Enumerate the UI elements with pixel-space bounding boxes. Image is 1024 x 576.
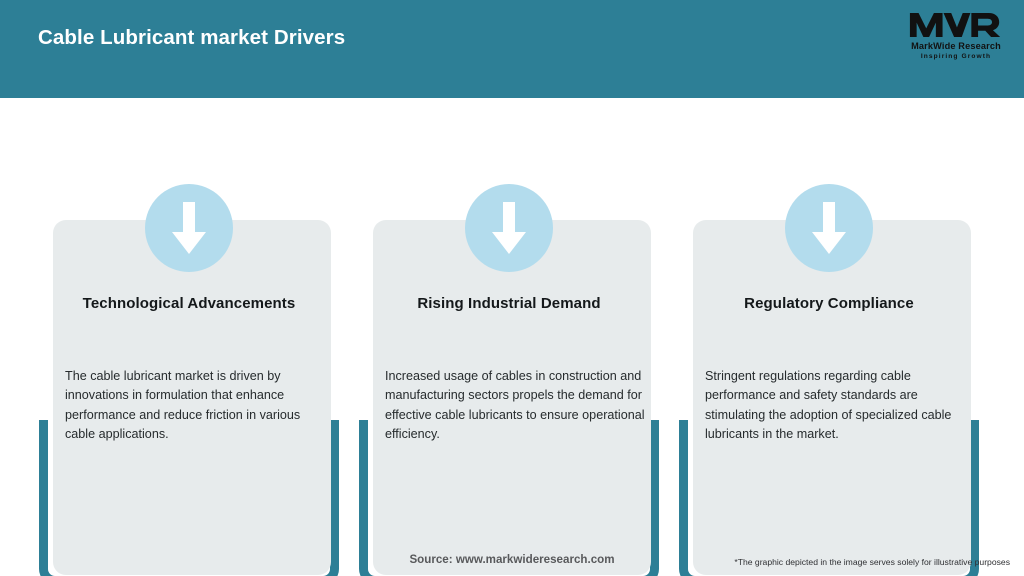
- card-body-text: The cable lubricant market is driven by …: [65, 369, 301, 441]
- header-bar: Cable Lubricant market Drivers MarkWide …: [0, 0, 1024, 98]
- mwr-logo-icon: [909, 13, 1001, 37]
- driver-card-2[interactable]: Rising Industrial Demand Increased usage…: [359, 140, 659, 576]
- arrow-down-icon: [785, 184, 873, 272]
- card-bracket: [39, 420, 339, 576]
- arrow-down-glyph: [172, 202, 206, 254]
- arrow-down-glyph: [492, 202, 526, 254]
- card-title: Technological Advancements: [82, 295, 296, 312]
- arrow-down-icon: [145, 184, 233, 272]
- card-bracket: [359, 420, 659, 576]
- disclaimer-text: *The graphic depicted in the image serve…: [734, 557, 1010, 567]
- logo-company-name: MarkWide Research: [911, 41, 1001, 51]
- card-bracket: [679, 420, 979, 576]
- arrow-down-glyph: [812, 202, 846, 254]
- card-body-text: Stringent regulations regarding cable pe…: [705, 369, 952, 441]
- logo-tagline: Inspiring Growth: [920, 53, 992, 60]
- drivers-board: Technological Advancements The cable lub…: [0, 98, 1024, 576]
- card-panel: [693, 220, 971, 575]
- source-label: Source: www.markwideresearch.com: [409, 553, 615, 566]
- card-title: Regulatory Compliance: [744, 295, 914, 312]
- brand-logo: MarkWide Research Inspiring Growth: [904, 10, 1008, 66]
- driver-card-3[interactable]: Regulatory Compliance Stringent regulati…: [679, 140, 979, 576]
- arrow-down-icon: [465, 184, 553, 272]
- page-title: Cable Lubricant market Drivers: [38, 26, 346, 49]
- card-panel: [373, 220, 651, 575]
- driver-card-1[interactable]: Technological Advancements The cable lub…: [39, 140, 339, 576]
- card-panel: [53, 220, 331, 575]
- card-body-text: Increased usage of cables in constructio…: [385, 369, 645, 441]
- card-title: Rising Industrial Demand: [417, 295, 601, 312]
